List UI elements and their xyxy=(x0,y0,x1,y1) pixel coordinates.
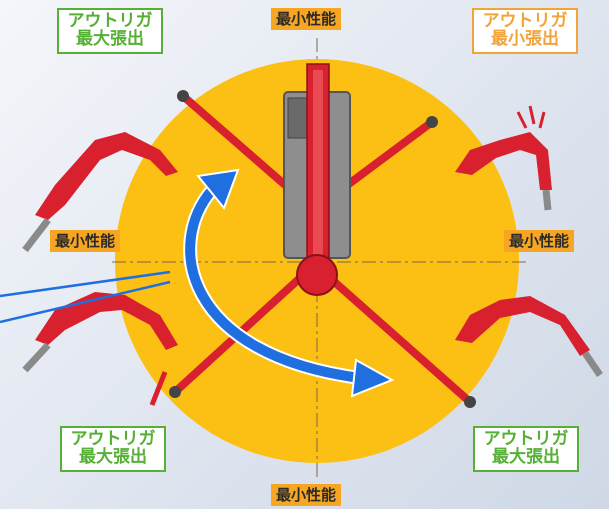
outrigger-label-top-left-line2: 最大張出 xyxy=(76,28,144,49)
side-crane-top-right xyxy=(455,105,552,211)
outrigger-label-bottom-left-line2: 最大張出 xyxy=(79,446,147,467)
boom-inner xyxy=(313,70,323,260)
outrigger-label-top-right-line2: 最小張出 xyxy=(491,28,559,49)
performance-label-left: 最小性能 xyxy=(50,230,121,252)
outrigger-label-top-right-line1: アウトリガ xyxy=(482,11,568,31)
side-crane-bottom-right xyxy=(455,296,603,377)
outrigger-feet xyxy=(169,90,476,408)
crane-turret xyxy=(296,254,338,296)
side-crane-top-left xyxy=(22,132,178,253)
performance-label-bottom: 最小性能 xyxy=(271,484,342,506)
outrigger-label-top-left-line1: アウトリガ xyxy=(67,11,153,31)
performance-label-top: 最小性能 xyxy=(271,8,342,30)
outrigger-label-bottom-left-line1: アウトリガ xyxy=(70,429,156,449)
rotation-arrow xyxy=(183,168,395,398)
outrigger-label-bottom-right-line2: 最大張出 xyxy=(492,446,560,467)
outrigger-label-top-left: アウトリガ 最大張出 xyxy=(57,8,163,54)
outrigger-label-bottom-right-line1: アウトリガ xyxy=(483,429,569,449)
performance-label-right: 最小性能 xyxy=(504,230,575,252)
pointer-lines xyxy=(0,270,171,324)
outrigger-label-bottom-right: アウトリガ 最大張出 xyxy=(473,426,579,472)
outrigger-label-bottom-left: アウトリガ 最大張出 xyxy=(60,426,166,472)
outrigger-label-top-right: アウトリガ 最小張出 xyxy=(472,8,578,54)
